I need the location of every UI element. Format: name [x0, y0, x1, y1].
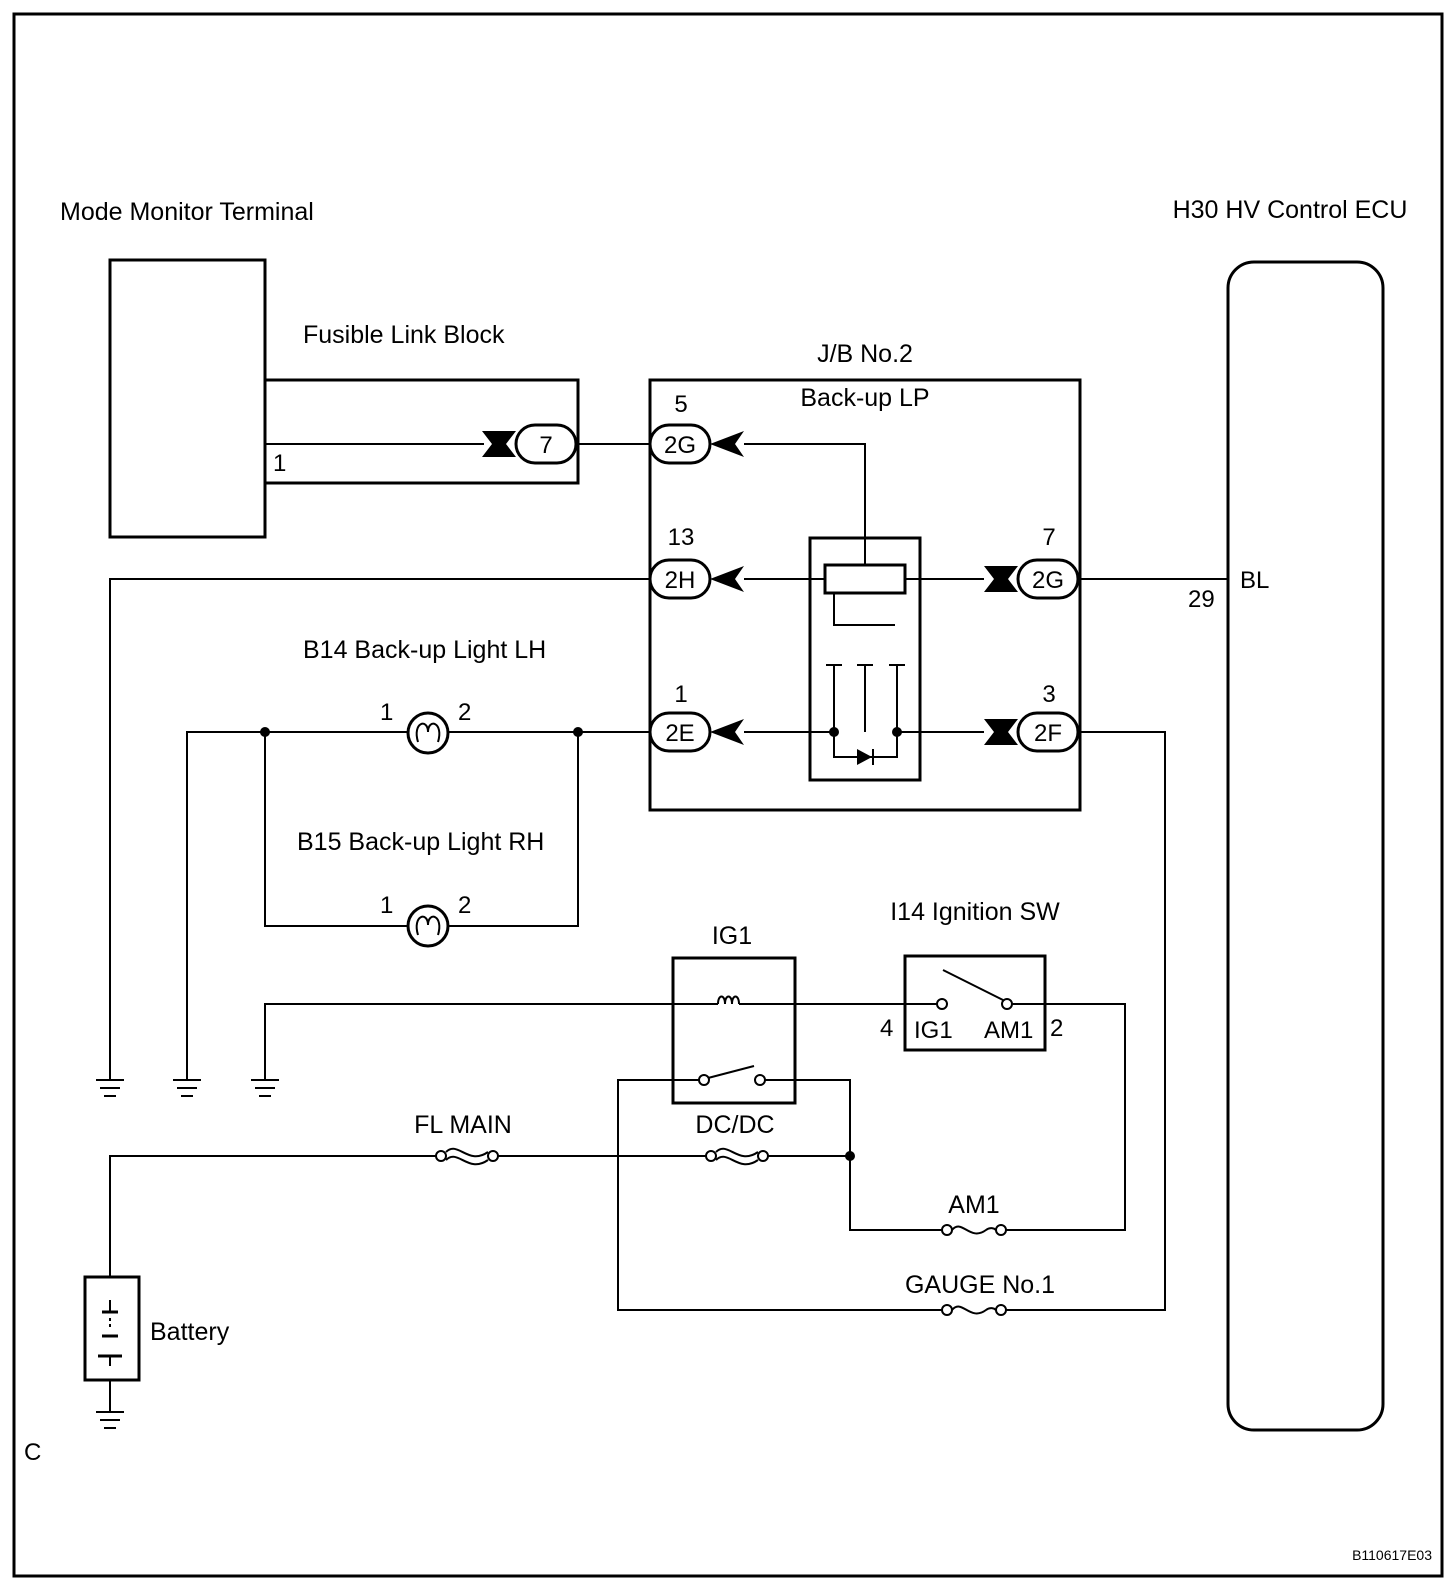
ignition-contact-am1 — [1001, 998, 1013, 1010]
fuse-gauge-label: GAUGE No.1 — [905, 1271, 1055, 1299]
diagram-frame — [12, 12, 1444, 1578]
wire-jb-coil-feed — [744, 443, 866, 565]
jb-pin-13: 13 — [668, 524, 695, 551]
jb-relay-box — [808, 536, 922, 782]
jb-box — [648, 378, 1082, 812]
jb-pin-5: 5 — [674, 391, 687, 418]
connector-flb-7-label: 7 — [539, 432, 552, 459]
connector-jb-2f-label: 2F — [1034, 720, 1062, 747]
ground-icon — [173, 1079, 201, 1097]
wire-lights-ground — [186, 731, 650, 1080]
fusible-link-block-box — [263, 378, 580, 485]
relay-coil-lead — [833, 593, 895, 626]
wire-gauge-to-2f — [1005, 731, 1166, 1311]
ground-icon — [96, 1079, 124, 1097]
fuse-gauge-icon — [941, 1304, 1007, 1316]
ignition-terminal-am1: AM1 — [984, 1017, 1033, 1044]
fusible-link-block-label: Fusible Link Block — [303, 321, 505, 349]
jb-pin-7: 7 — [1042, 524, 1055, 551]
ground-icon — [251, 1079, 279, 1097]
connector-jb-2g-out-label: 2G — [1032, 567, 1064, 594]
ig1-contact-right — [754, 1074, 766, 1086]
fuse-dcdc-label: DC/DC — [695, 1111, 774, 1139]
connector-jb-2e-label: 2E — [665, 720, 694, 747]
wire-sw-to-am1 — [1005, 1003, 1126, 1231]
ecu-label: H30 HV Control ECU — [1173, 196, 1408, 224]
relay-coil — [823, 563, 907, 595]
lamp-rh-pin-2: 2 — [458, 892, 471, 919]
ignition-pin-2: 2 — [1050, 1015, 1063, 1042]
lamp-lh-icon — [406, 711, 450, 755]
wire-2h-ground — [109, 578, 650, 1080]
chevron-marker-icon — [482, 431, 516, 457]
fuse-fl-main-label: FL MAIN — [414, 1111, 512, 1139]
ignition-contact-ig1 — [936, 998, 948, 1010]
ig1-relay-label: IG1 — [712, 922, 752, 950]
ignition-switch-arm — [942, 969, 1004, 1001]
wire-node-to-am1 — [849, 1156, 943, 1231]
lamp-lh-filament — [415, 722, 441, 743]
ecu-terminal-bl: BL — [1240, 567, 1269, 594]
lamp-rh-filament — [415, 915, 441, 936]
ig1-contact-left — [698, 1074, 710, 1086]
light-lh-label: B14 Back-up Light LH — [303, 636, 546, 664]
diode-icon — [857, 749, 872, 765]
fuse-am1-icon — [941, 1224, 1007, 1236]
mode-pin-1: 1 — [273, 450, 286, 477]
chevron-marker-icon — [710, 566, 744, 592]
chevron-marker-icon — [984, 719, 1018, 745]
corner-letter: C — [24, 1439, 41, 1466]
wire-gauge-loop — [617, 1079, 943, 1311]
wire-coil-ground — [264, 1003, 718, 1080]
ignition-sw-label: I14 Ignition SW — [890, 898, 1060, 926]
lamp-lh-pin-2: 2 — [458, 699, 471, 726]
chevron-marker-icon — [710, 719, 744, 745]
ground-icon — [96, 1411, 124, 1429]
wire-contact-to-bus — [765, 1079, 851, 1156]
fuse-fl-main-icon — [435, 1147, 499, 1166]
ignition-pin-4: 4 — [880, 1015, 893, 1042]
mode-monitor-box — [108, 258, 267, 539]
fuse-am1-label: AM1 — [948, 1191, 999, 1219]
ecu-pin-29: 29 — [1188, 586, 1215, 613]
jb-title: J/B No.2 — [817, 340, 913, 368]
mode-monitor-label: Mode Monitor Terminal — [60, 198, 314, 226]
lamp-lh-pin-1: 1 — [380, 699, 393, 726]
ig1-switch-arm — [707, 1065, 755, 1079]
battery-label: Battery — [150, 1318, 230, 1346]
ignition-terminal-ig1: IG1 — [914, 1017, 953, 1044]
connector-jb-2h-label: 2H — [665, 567, 696, 594]
lamp-rh-pin-1: 1 — [380, 892, 393, 919]
wire-battery-bus — [109, 1155, 437, 1277]
jb-subtitle: Back-up LP — [800, 384, 929, 412]
diode-path — [833, 732, 898, 758]
ig1-coil-icon — [717, 995, 740, 1005]
fuse-dcdc-icon — [705, 1147, 769, 1166]
lamp-rh-icon — [406, 904, 450, 948]
battery-box — [83, 1275, 141, 1382]
jb-pin-1: 1 — [674, 681, 687, 708]
light-rh-label: B15 Back-up Light RH — [297, 828, 544, 856]
chevron-marker-icon — [984, 566, 1018, 592]
jb-pin-3: 3 — [1042, 681, 1055, 708]
battery-cells-icon — [98, 1300, 122, 1366]
chevron-marker-icon — [710, 431, 744, 457]
ig1-relay-box — [671, 956, 797, 1105]
ecu-box — [1226, 260, 1385, 1432]
figure-code: B110617E03 — [1352, 1547, 1432, 1563]
connector-jb-2g-in-label: 2G — [664, 432, 696, 459]
